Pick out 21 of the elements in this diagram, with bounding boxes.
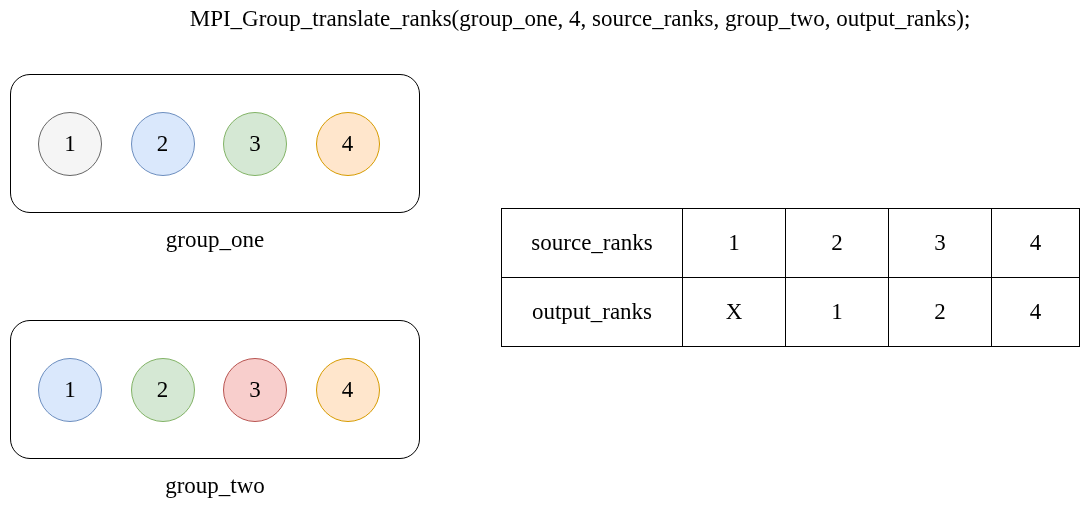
table-cell: 2	[786, 209, 889, 278]
table-cell: 4	[992, 278, 1080, 347]
rank-circle: 4	[315, 358, 380, 422]
table-cell: output_ranks	[502, 278, 683, 347]
group-label: group_one	[165, 227, 265, 253]
rank-circle: 1	[38, 358, 102, 422]
group-label: group_two	[165, 473, 265, 499]
rank-circle: 2	[130, 112, 195, 176]
table-cell: 1	[786, 278, 889, 347]
title: MPI_Group_translate_ranks(group_one, 4, source_ranks, group_two, output_ranks);	[188, 6, 972, 32]
table-cell: 4	[992, 209, 1080, 278]
rank-circle: 2	[130, 358, 195, 422]
rank-circle: 3	[223, 112, 287, 176]
table-cell: X	[683, 278, 786, 347]
table-cell: source_ranks	[502, 209, 683, 278]
rank-circle: 3	[223, 358, 287, 422]
rank-circle: 1	[38, 112, 102, 176]
table-cell: 3	[889, 209, 992, 278]
table-cell: 2	[889, 278, 992, 347]
rank-circle: 4	[315, 112, 380, 176]
table-cell: 1	[683, 209, 786, 278]
